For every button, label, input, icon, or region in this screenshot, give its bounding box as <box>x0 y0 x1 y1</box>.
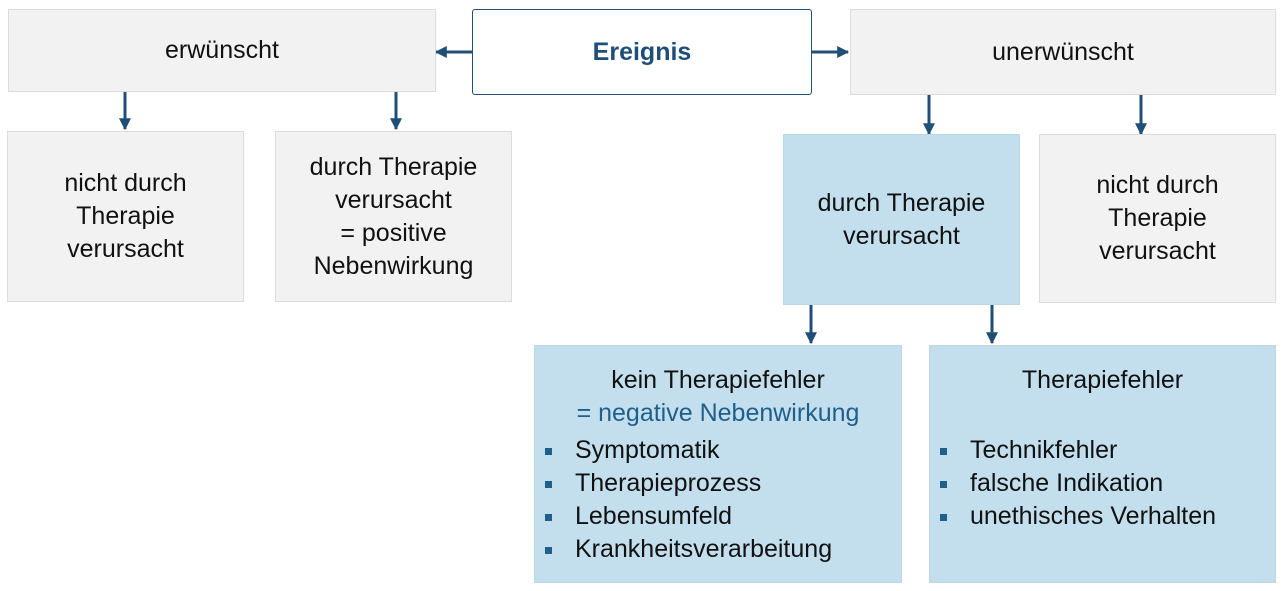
desired-label: erwünscht <box>165 36 279 64</box>
error-title: Therapiefehler <box>1021 366 1184 394</box>
error-list: Technikfehler falsche Indikation unethis… <box>930 434 1216 533</box>
node-desired: erwünscht <box>8 9 436 92</box>
no-error-subtitle: = negative Nebenwirkung <box>576 399 860 427</box>
node-undesired-not-caused: nicht durch Therapie verursacht <box>1039 134 1276 303</box>
node-therapy-error: Therapiefehler Technikfehler falsche Ind… <box>929 345 1276 583</box>
node-desired-not-caused: nicht durch Therapie verursacht <box>7 131 244 302</box>
desired-caused-line: = positive <box>340 218 447 247</box>
desired-caused-line: Nebenwirkung <box>313 251 474 280</box>
undesired-label: unerwünscht <box>992 37 1134 66</box>
list-item: unethisches Verhalten <box>930 500 1216 533</box>
undesired-not-caused-line: verursacht <box>1099 237 1216 265</box>
desired-caused-line: verursacht <box>335 185 452 214</box>
list-item: falsche Indikation <box>930 467 1216 500</box>
undesired-caused-line: verursacht <box>843 221 960 250</box>
undesired-not-caused-line: Therapie <box>1108 204 1207 232</box>
no-error-title: kein Therapiefehler <box>611 366 825 394</box>
list-item: Lebensumfeld <box>535 500 832 533</box>
node-undesired-caused: durch Therapie verursacht <box>783 134 1020 305</box>
list-item: Krankheitsverarbeitung <box>535 533 832 566</box>
no-error-list: Symptomatik Therapieprozess Lebensumfeld… <box>535 434 832 566</box>
node-no-therapy-error: kein Therapiefehler = negative Nebenwirk… <box>534 345 902 583</box>
undesired-caused-line: durch Therapie <box>817 188 986 217</box>
list-item: Therapieprozess <box>535 467 832 500</box>
desired-caused-line: durch Therapie <box>309 152 478 181</box>
node-desired-caused-positive: durch Therapie verursacht = positive Neb… <box>275 131 512 302</box>
desired-not-caused-line: nicht durch <box>64 169 187 197</box>
list-item: Technikfehler <box>930 434 1216 467</box>
root-label: Ereignis <box>592 37 692 66</box>
root-node-ereignis: Ereignis <box>472 9 812 95</box>
desired-not-caused-line: verursacht <box>67 235 184 263</box>
desired-not-caused-line: Therapie <box>76 202 175 230</box>
node-undesired: unerwünscht <box>850 9 1276 95</box>
undesired-not-caused-line: nicht durch <box>1096 171 1219 199</box>
list-item: Symptomatik <box>535 434 832 467</box>
